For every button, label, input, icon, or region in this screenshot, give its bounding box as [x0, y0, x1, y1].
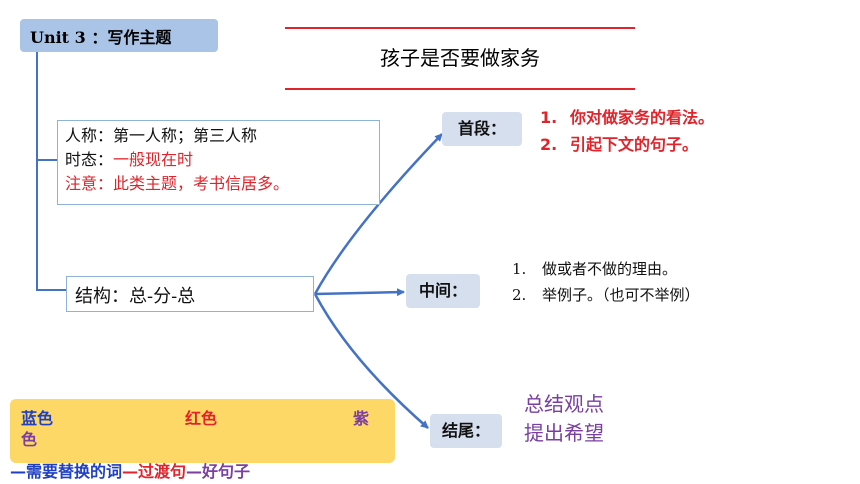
node-middle: 中间：	[406, 274, 480, 308]
bracket-line	[36, 52, 66, 291]
list-item: 2.举例子。（也可不举例）	[512, 286, 700, 304]
list-item: 1.做或者不做的理由。	[512, 260, 678, 278]
legend-caption-purple: —好句子	[186, 462, 251, 481]
arrow-to-middle	[314, 288, 405, 297]
tense-line: 时态：一般现在时	[65, 148, 379, 172]
arrow-to-first	[313, 133, 443, 295]
legend-caption-blue: —需要替换的词	[10, 462, 123, 481]
legend-purple-a: 紫	[353, 409, 370, 428]
middle-list: 1.做或者不做的理由。 2.举例子。（也可不举例）	[512, 256, 700, 308]
unit-label: Unit 3 ：写作主题	[20, 19, 218, 52]
legend-caption-red: —过渡句	[122, 462, 187, 481]
arrow-to-end	[313, 293, 429, 429]
legend-blue: 蓝色	[21, 409, 54, 428]
title-bottom-rule	[285, 88, 635, 90]
person-line: 人称：第一人称；第三人称	[65, 126, 258, 145]
legend-purple-b: 色	[21, 430, 38, 449]
list-item: 总结观点	[524, 392, 604, 416]
info-box: 人称：第一人称；第三人称 时态：一般现在时 注意：此类主题，考书信居多。	[57, 120, 380, 205]
first-paragraph-list: 1.你对做家务的看法。 2.引起下文的句子。	[540, 104, 714, 158]
legend-caption: —需要替换的词—过渡句—好句子	[10, 458, 250, 482]
node-first-paragraph: 首段：	[442, 112, 522, 146]
structure-box: 结构：总-分-总	[66, 276, 314, 312]
list-item: 提出希望	[524, 421, 604, 445]
list-item: 2.引起下文的句子。	[540, 135, 699, 154]
tense-value: 一般现在时	[113, 150, 194, 169]
node-ending: 结尾：	[430, 414, 502, 448]
title-top-rule	[285, 27, 635, 29]
legend-red: 红色	[185, 409, 218, 428]
tense-label: 时态：	[65, 150, 114, 169]
page-title: 孩子是否要做家务	[380, 46, 540, 70]
color-legend: 蓝色 红色 紫 色	[10, 399, 395, 463]
list-item: 1.你对做家务的看法。	[540, 108, 715, 127]
ending-list: 总结观点 提出希望	[524, 390, 604, 448]
note-line: 注意：此类主题，考书信居多。	[65, 174, 290, 193]
